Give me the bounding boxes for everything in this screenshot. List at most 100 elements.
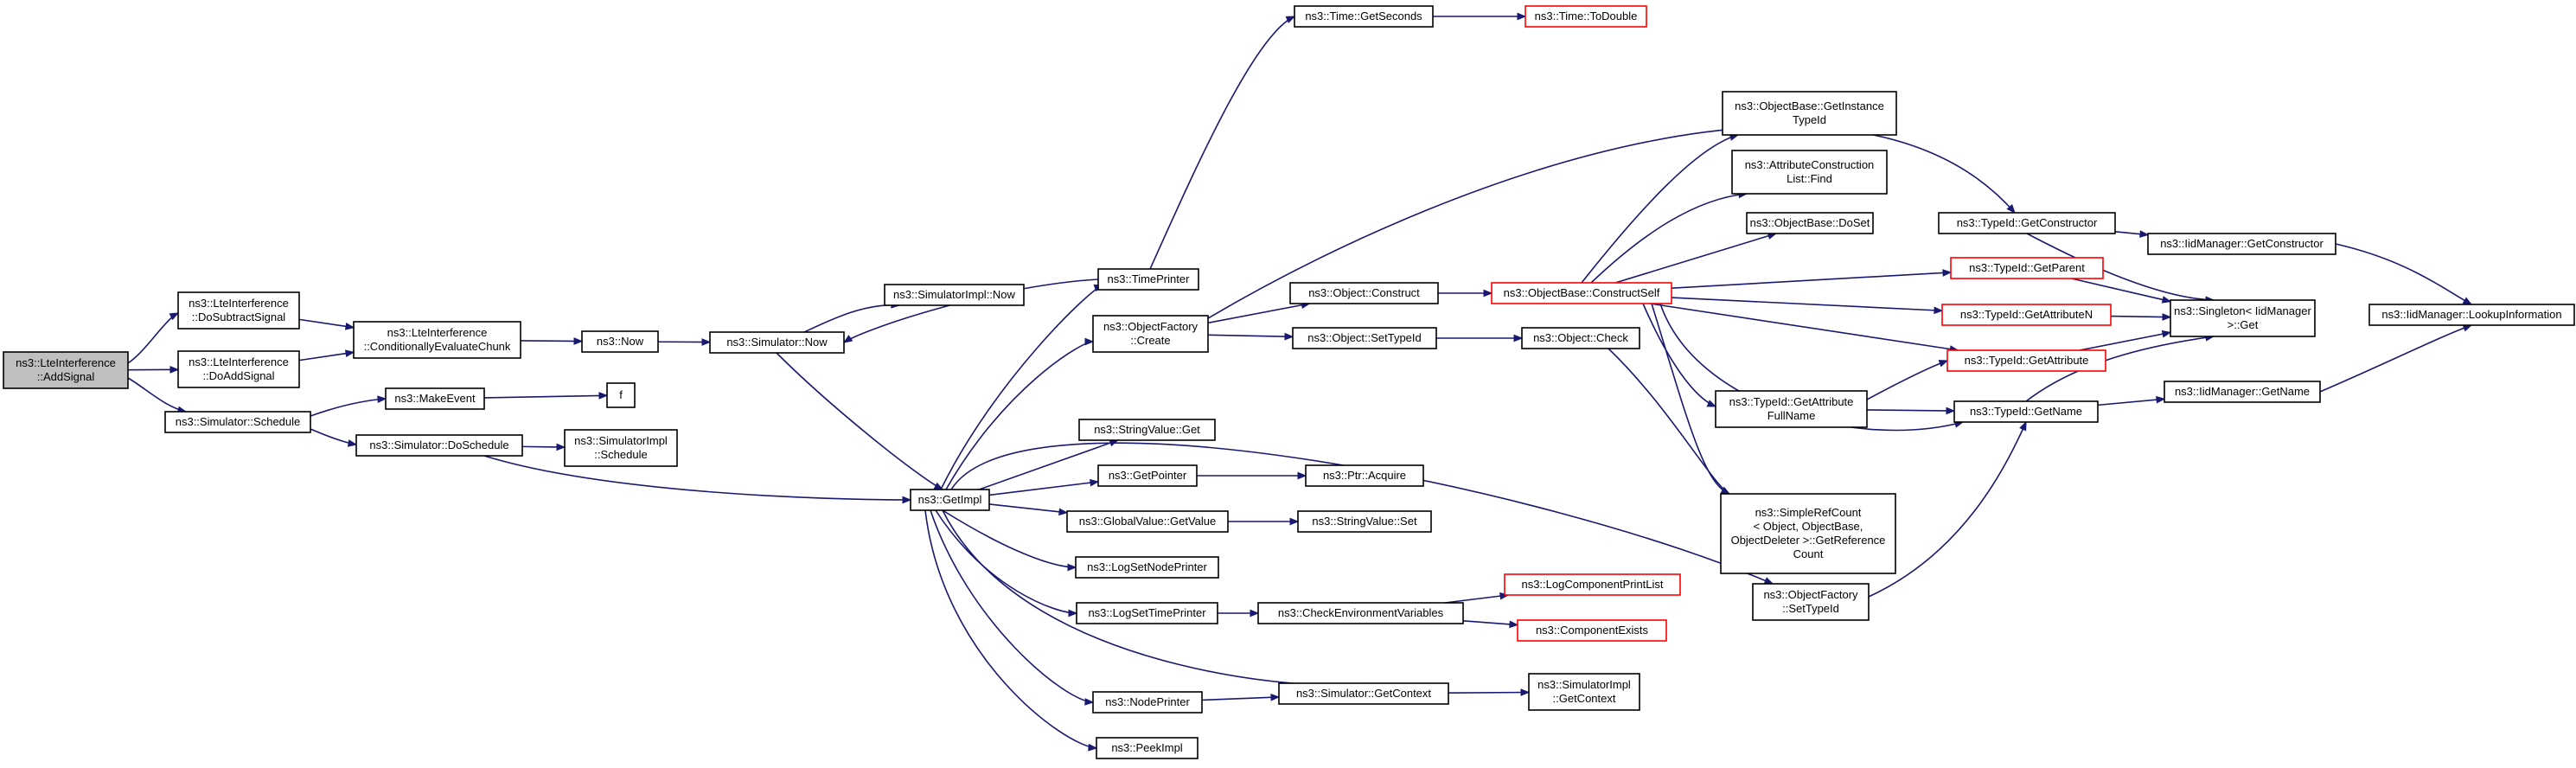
node-label-line: >::Get (2228, 318, 2259, 331)
node-label-line: ::GetContext (1553, 692, 1616, 705)
function-node-simgetctx[interactable]: ns3::Simulator::GetContext (1278, 682, 1449, 705)
function-node-makeevent[interactable]: ns3::MakeEvent (385, 387, 485, 410)
function-node-globalvalget[interactable]: ns3::GlobalValue::GetValue (1066, 510, 1229, 533)
node-label-line: ns3::StringValue::Set (1312, 515, 1417, 528)
function-node-objbasedoset[interactable]: ns3::ObjectBase::DoSet (1746, 212, 1874, 234)
call-edge (988, 503, 1069, 516)
node-label-line: ::AddSignal (37, 370, 95, 383)
node-label-line: ns3::CheckEnvironmentVariables (1278, 606, 1444, 619)
call-edge (2110, 313, 2172, 321)
function-node-logcompprint[interactable]: ns3::LogComponentPrintList (1504, 573, 1681, 596)
node-label-line: ns3::TimePrinter (1108, 272, 1191, 285)
function-node-simimplsched[interactable]: ns3::SimulatorImpl::Schedule (564, 429, 678, 467)
function-nodes: ns3::LteInterference::AddSignal ns3::LteI… (3, 5, 2575, 759)
function-node-getattributen[interactable]: ns3::TypeId::GetAttributeN (1941, 304, 2112, 326)
node-label-line: ns3::IidManager::LookupInformation (2381, 308, 2561, 321)
function-node-objconstruct[interactable]: ns3::Object::Construct (1289, 282, 1439, 304)
function-node-now[interactable]: ns3::Now (581, 330, 659, 353)
call-edge (2319, 324, 2473, 393)
call-edge (1218, 609, 1260, 618)
node-label-line: ns3::LogSetTimePrinter (1088, 606, 1206, 619)
function-node-objcheck[interactable]: ns3::Object::Check (1521, 327, 1640, 349)
call-edge (1438, 289, 1493, 298)
function-node-lookupinfo[interactable]: ns3::IidManager::LookupInformation (2368, 304, 2575, 326)
function-node-simplerefcount[interactable]: ns3::SimpleRefCount< Object, ObjectBase,… (1720, 493, 1896, 574)
function-node-condeval[interactable]: ns3::LteInterference::ConditionallyEvalu… (353, 321, 521, 359)
function-node-simimplctx[interactable]: ns3::SimulatorImpl::GetContext (1528, 673, 1640, 711)
function-node-getconstructor[interactable]: ns3::TypeId::GetConstructor (1938, 212, 2116, 234)
function-node-singleton[interactable]: ns3::Singleton< IidManager>::Get (2170, 299, 2316, 337)
call-edge (1433, 12, 1527, 21)
call-edge (127, 377, 188, 414)
call-edge (1444, 592, 1510, 604)
function-node-constructself[interactable]: ns3::ObjectBase::ConstructSelf (1491, 282, 1672, 304)
node-label-line: ns3::Ptr::Acquire (1323, 469, 1406, 482)
function-node-simnow[interactable]: ns3::Simulator::Now (709, 331, 845, 354)
function-node-doschedule[interactable]: ns3::Simulator::DoSchedule (355, 434, 523, 457)
call-edge (1590, 190, 1748, 284)
function-node-strvalset[interactable]: ns3::StringValue::Set (1297, 510, 1432, 533)
node-label-line: ns3::TypeId::GetAttribute (1965, 354, 2089, 367)
node-label-line: ns3::SimpleRefCount (1755, 506, 1862, 519)
function-node-timeprinter[interactable]: ns3::TimePrinter (1097, 268, 1199, 291)
function-node-iidgetname[interactable]: ns3::IidManager::GetName (2164, 381, 2321, 403)
node-label-line: ns3::LogComponentPrintList (1521, 578, 1663, 591)
call-edge (930, 509, 1095, 706)
node-label-line: FullName (1767, 409, 1816, 422)
function-node-peekimpl[interactable]: ns3::PeekImpl (1096, 737, 1199, 759)
function-node-compexists[interactable]: ns3::ComponentExists (1517, 619, 1667, 642)
node-label-line: ns3::Object::SetTypeId (1307, 331, 1422, 344)
call-edge (2335, 243, 2473, 305)
call-edge (1448, 688, 1531, 696)
function-node-ofsettypeid[interactable]: ns3::ObjectFactory::SetTypeId (1752, 583, 1870, 621)
node-label-line: ns3::TypeId::GetParent (1969, 261, 2085, 274)
call-edge (1642, 303, 1717, 407)
node-label-line: ns3::GlobalValue::GetValue (1079, 515, 1217, 528)
function-node-timetodouble[interactable]: ns3::Time::ToDouble (1525, 5, 1647, 28)
call-edge (298, 318, 355, 330)
call-edge (842, 278, 1099, 343)
call-edge (1671, 269, 1953, 289)
function-node-getattribute[interactable]: ns3::TypeId::GetAttribute (1946, 349, 2106, 372)
call-edge (1149, 16, 1296, 270)
function-node-getimpl[interactable]: ns3::GetImpl (910, 489, 990, 511)
function-node-ofcreate[interactable]: ns3::ObjectFactory::Create (1092, 315, 1209, 353)
function-node-f[interactable]: f (606, 382, 636, 408)
function-node-strvalget[interactable]: ns3::StringValue::Get (1078, 419, 1216, 441)
call-edge (1462, 620, 1519, 629)
function-node-logsettime[interactable]: ns3::LogSetTimePrinter (1076, 602, 1218, 624)
node-label-line: ns3::LogSetNodePrinter (1087, 560, 1207, 573)
node-label-line: f (619, 388, 623, 401)
call-edge (1866, 406, 1956, 415)
function-node-doadd[interactable]: ns3::LteInterference::DoAddSignal (177, 350, 300, 388)
call-edge (657, 338, 712, 346)
function-node-getparent[interactable]: ns3::TypeId::GetParent (1950, 257, 2104, 279)
function-node-dosubtract[interactable]: ns3::LteInterference::DoSubtractSignal (177, 291, 300, 330)
function-node-objsettypeid[interactable]: ns3::Object::SetTypeId (1292, 327, 1437, 349)
function-node-getpointer[interactable]: ns3::GetPointer (1097, 464, 1198, 487)
function-node-getname[interactable]: ns3::TypeId::GetName (1953, 400, 2099, 423)
call-edge (2071, 278, 2172, 304)
function-node-schedule[interactable]: ns3::Simulator::Schedule (164, 411, 311, 433)
node-label-line: ns3::IidManager::GetName (2175, 385, 2310, 398)
function-node-logsetnode[interactable]: ns3::LogSetNodePrinter (1075, 556, 1219, 579)
call-edge (945, 337, 1095, 490)
node-label-line: ns3::PeekImpl (1111, 741, 1182, 754)
node-label-line: < Object, ObjectBase, (1754, 520, 1863, 533)
function-node-nodeprinter[interactable]: ns3::NodePrinter (1092, 691, 1203, 714)
call-edge (924, 509, 1098, 752)
function-node-ptracquire[interactable]: ns3::Ptr::Acquire (1305, 464, 1424, 487)
call-edge (1201, 693, 1281, 701)
function-node-timegetsec[interactable]: ns3::Time::GetSeconds (1294, 5, 1434, 28)
node-label-line: ::SetTypeId (1782, 602, 1839, 615)
function-node-simimplnow[interactable]: ns3::SimulatorImpl::Now (884, 284, 1025, 306)
node-label-line: ns3::LteInterference (387, 326, 488, 339)
function-node-checkenv[interactable]: ns3::CheckEnvironmentVariables (1257, 602, 1464, 624)
function-node-iidgetctor[interactable]: ns3::IidManager::GetConstructor (2147, 233, 2336, 255)
call-edge (1866, 360, 1949, 400)
node-label-line: ns3::ObjectFactory (1763, 588, 1858, 601)
call-edge (483, 455, 912, 504)
